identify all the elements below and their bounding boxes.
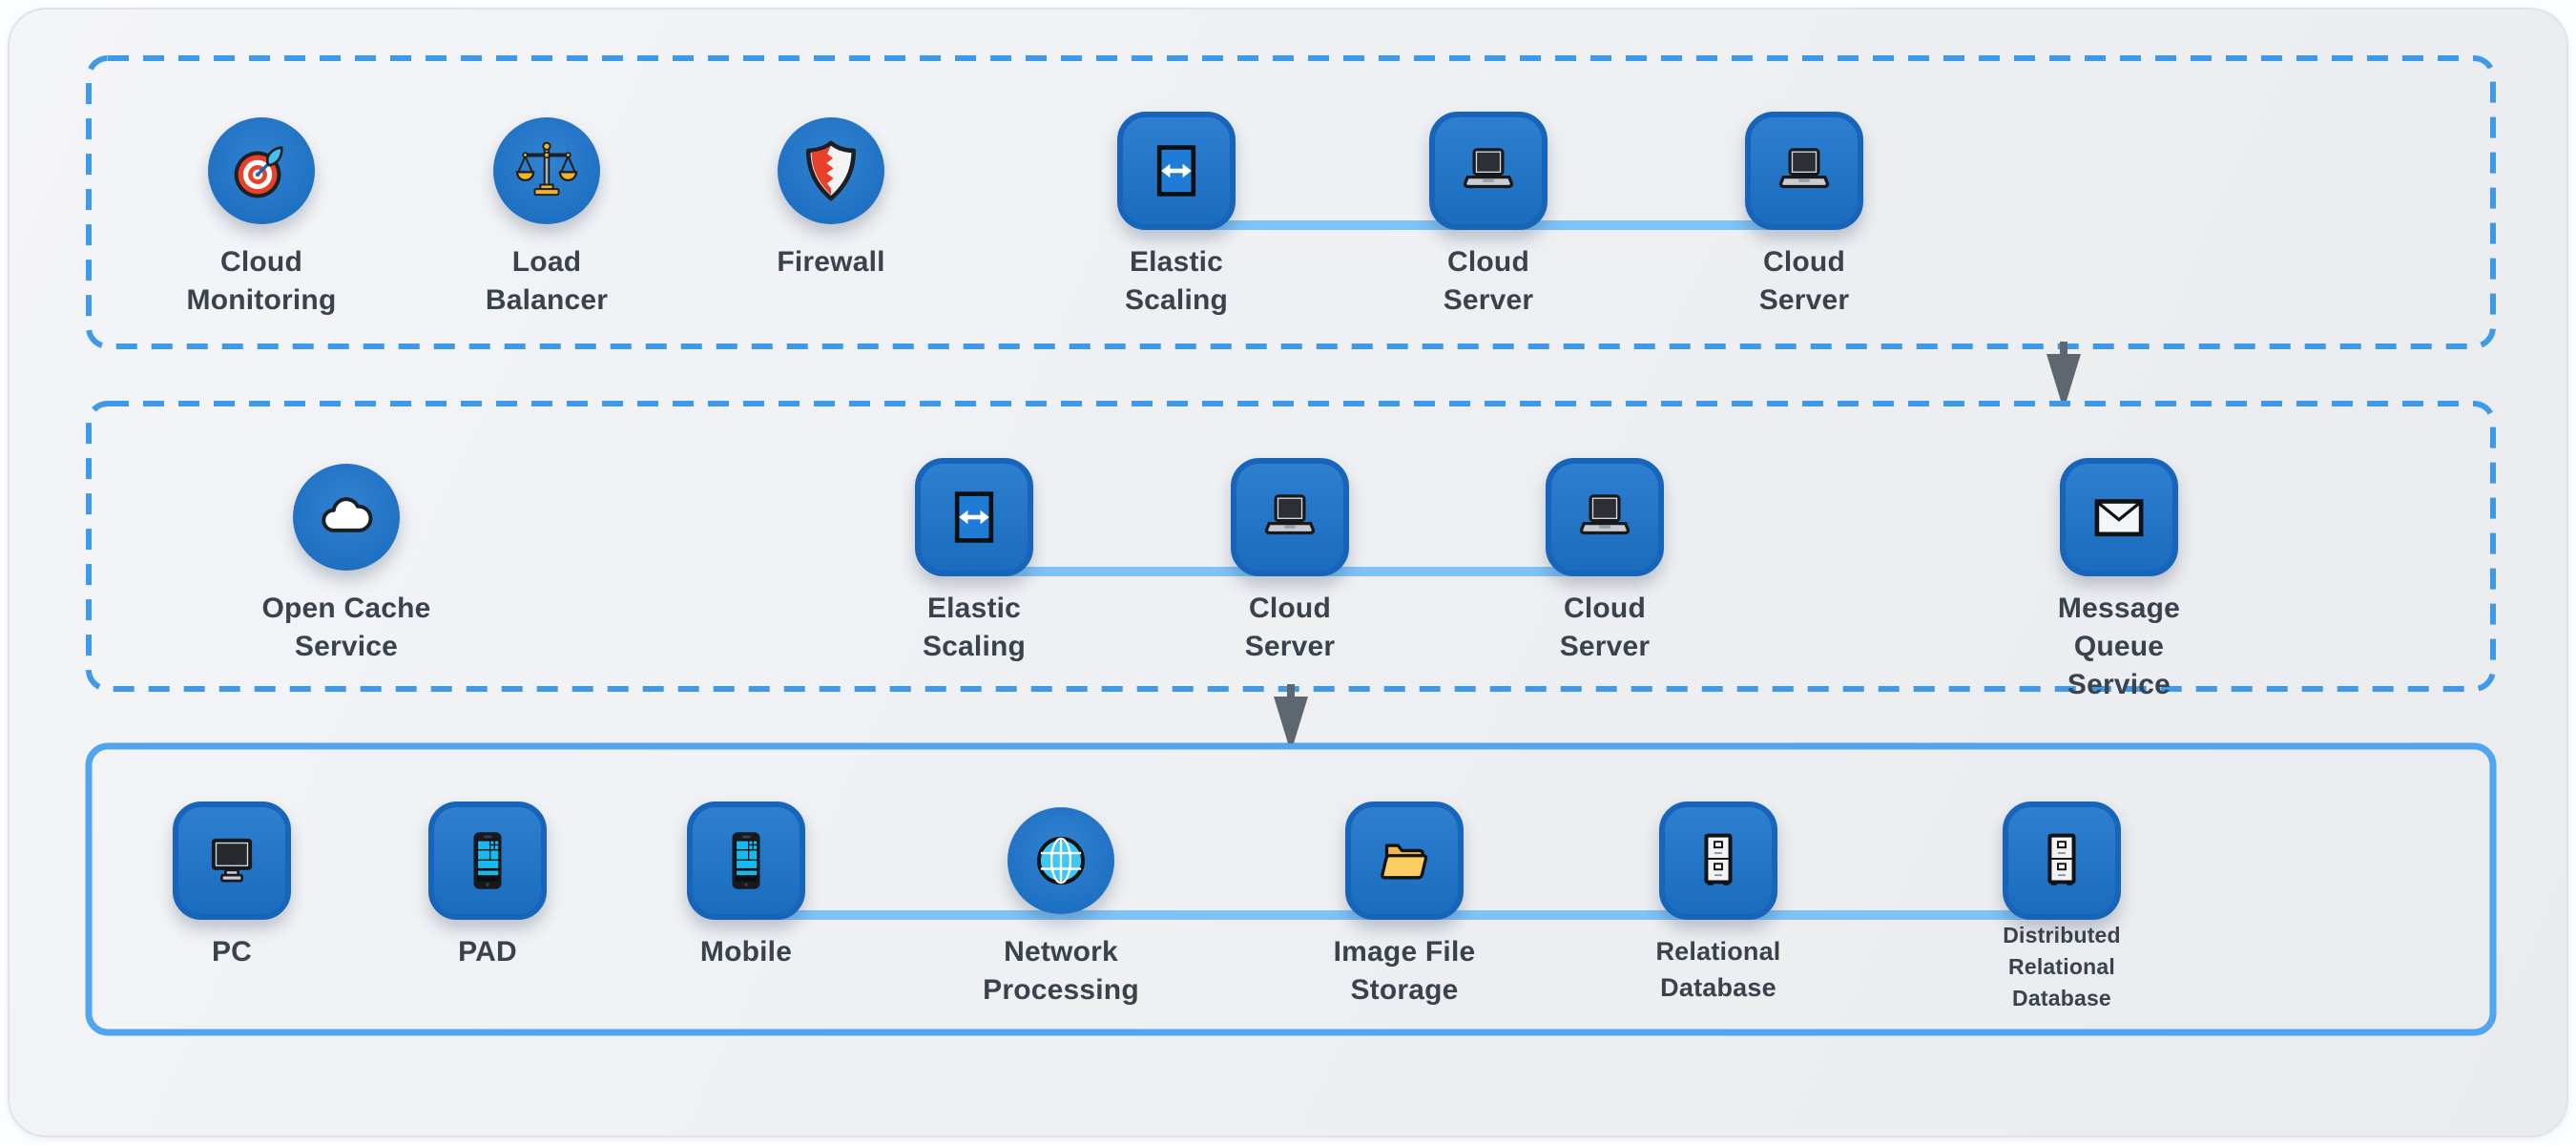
label-line: Scaling xyxy=(1124,284,1229,316)
label-line: PAD xyxy=(458,936,517,968)
label-line: Scaling xyxy=(922,631,1027,662)
square-tile xyxy=(1745,112,1863,230)
label-line: Monitoring xyxy=(186,284,337,316)
square-tile xyxy=(1345,802,1464,920)
square-tile xyxy=(1546,458,1664,576)
node-label-pad: PAD xyxy=(278,933,697,971)
laptop-icon xyxy=(1773,139,1836,202)
square-tile xyxy=(428,802,547,920)
square-tile xyxy=(173,802,291,920)
label-line: Service xyxy=(2067,669,2171,700)
label-line: Relational xyxy=(2008,954,2115,979)
circle-tile xyxy=(293,464,400,571)
label-line: Distributed xyxy=(2003,923,2121,947)
cloud-icon xyxy=(315,486,378,549)
square-tile xyxy=(1659,802,1777,920)
label-line: Load xyxy=(511,246,582,278)
node-label-pc: PC xyxy=(22,933,442,971)
group-boundary-tier-bottom xyxy=(85,742,2497,1036)
square-tile xyxy=(2060,458,2178,576)
label-line: Service xyxy=(294,631,399,662)
label-line: Open Cache xyxy=(261,593,431,624)
laptop-icon xyxy=(1573,486,1636,549)
label-line: Server xyxy=(1758,284,1850,316)
square-tile xyxy=(915,458,1033,576)
file-cabinet-icon xyxy=(1687,829,1750,892)
node-label-mobile: Mobile xyxy=(536,933,956,971)
horizontal-resize-icon xyxy=(943,486,1006,549)
label-line: Server xyxy=(1443,284,1534,316)
label-line: Firewall xyxy=(777,246,885,278)
label-line: Elastic xyxy=(1129,246,1224,278)
square-tile xyxy=(1117,112,1236,230)
label-line: Relational xyxy=(1655,937,1781,966)
circle-tile xyxy=(778,117,884,224)
label-line: Server xyxy=(1244,631,1336,662)
label-line: Database xyxy=(1660,973,1776,1002)
circle-tile xyxy=(208,117,315,224)
label-line: Mobile xyxy=(699,936,793,968)
desktop-icon xyxy=(200,829,263,892)
scales-icon xyxy=(515,139,578,202)
folder-icon xyxy=(1373,829,1436,892)
group-boundary-tier-top xyxy=(86,55,2496,349)
label-line: Image File xyxy=(1333,936,1476,968)
file-cabinet-icon xyxy=(2030,829,2093,892)
horizontal-resize-icon xyxy=(1145,139,1208,202)
globe-icon xyxy=(1029,829,1092,892)
node-label-firewall: Firewall xyxy=(621,243,1041,281)
label-line: Balancer xyxy=(485,284,609,316)
label-line: Elastic xyxy=(926,593,1022,624)
smartphone-icon xyxy=(715,829,778,892)
label-line: Cloud xyxy=(1763,246,1845,278)
shield-icon xyxy=(800,139,862,202)
circle-tile xyxy=(493,117,600,224)
laptop-icon xyxy=(1258,486,1321,549)
label-line: Cloud xyxy=(1564,593,1646,624)
label-line: PC xyxy=(211,936,253,968)
label-line: Network xyxy=(1004,936,1118,968)
label-line: Database xyxy=(2012,986,2111,1010)
square-tile xyxy=(1231,458,1349,576)
label-line: Server xyxy=(1559,631,1651,662)
square-tile xyxy=(687,802,805,920)
label-line: Cloud xyxy=(1447,246,1529,278)
label-line: Cloud xyxy=(1249,593,1331,624)
square-tile xyxy=(1429,112,1548,230)
label-line: Processing xyxy=(983,974,1139,1006)
circle-tile xyxy=(1008,807,1114,914)
square-tile xyxy=(2003,802,2121,920)
envelope-icon xyxy=(2088,486,2150,549)
target-icon xyxy=(230,139,293,202)
label-line: Queue xyxy=(2073,631,2165,662)
label-line: Cloud xyxy=(220,246,302,278)
flow-arrow-down-tier-middle-to-bottom xyxy=(1274,684,1308,743)
smartphone-icon xyxy=(456,829,519,892)
label-line: Message xyxy=(2057,593,2181,624)
laptop-icon xyxy=(1457,139,1520,202)
flow-arrow-down-tier-top-to-middle xyxy=(2046,342,2081,401)
label-line: Storage xyxy=(1350,974,1459,1006)
